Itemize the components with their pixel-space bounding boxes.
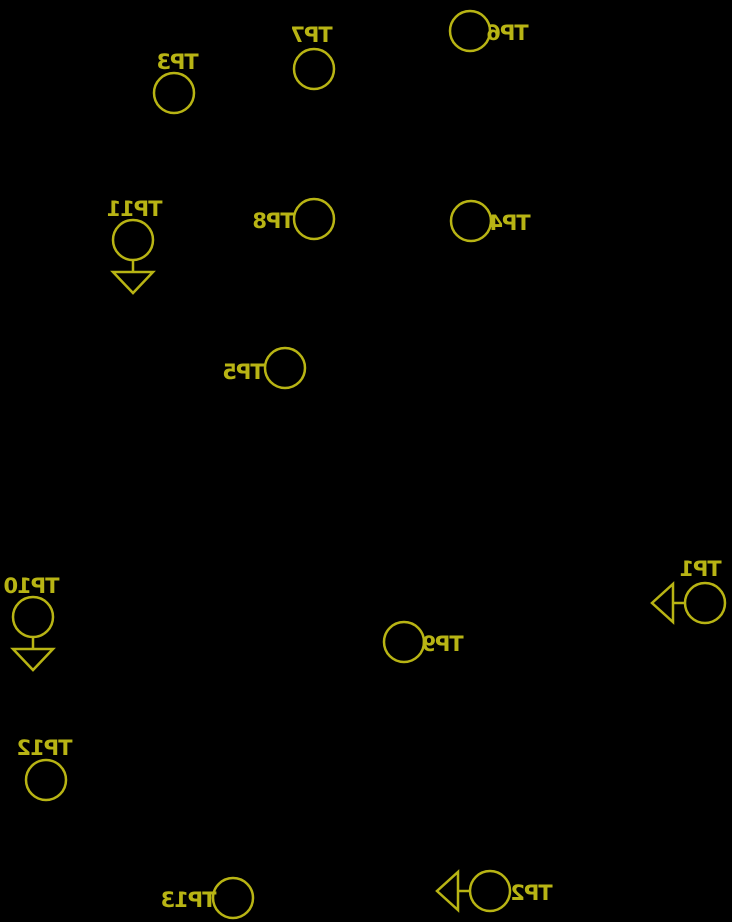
test-point-tp3: TP3 [152, 50, 199, 115]
test-point-tp12: TP12 [18, 736, 73, 802]
test-point-tp8: TP8 [253, 197, 336, 241]
test-point-label-tp3: TP3 [157, 50, 198, 74]
test-point-pad-tp6 [448, 9, 492, 53]
test-point-label-tp11: TP11 [107, 197, 162, 221]
test-point-pad-tp12 [24, 758, 68, 802]
test-point-label-tp2: TP2 [511, 881, 552, 905]
test-point-label-tp7: TP7 [291, 23, 332, 47]
test-point-tp2: TP2 [435, 869, 553, 913]
test-point-label-tp6: TP6 [487, 21, 529, 45]
test-point-pad-tp13 [211, 876, 255, 920]
test-point-label-tp5: TP5 [223, 360, 265, 384]
test-point-tp13: TP13 [162, 876, 255, 920]
test-point-label-tp1: TP1 [680, 557, 722, 581]
test-point-label-tp4: TP4 [489, 211, 531, 235]
test-point-pad-tp5 [263, 346, 307, 390]
test-point-label-tp9: TP9 [422, 632, 464, 656]
test-point-pad-tp4 [449, 199, 493, 243]
test-point-tp4: TP4 [449, 199, 531, 243]
test-point-pad-tp9 [382, 620, 426, 664]
test-point-tp5: TP5 [223, 346, 307, 390]
test-point-label-tp10: TP10 [4, 574, 59, 598]
test-point-label-tp8: TP8 [253, 209, 295, 233]
ground-symbol-icon-tp11 [110, 270, 156, 295]
test-point-label-tp13: TP13 [162, 888, 217, 912]
arrow-marker-icon-tp2 [435, 869, 460, 913]
test-point-pad-tp3 [152, 71, 196, 115]
ground-symbol-icon-tp10 [10, 647, 56, 672]
test-point-pad-tp7 [292, 47, 336, 91]
test-point-tp10: TP10 [4, 574, 59, 672]
test-point-tp7: TP7 [291, 23, 336, 91]
test-point-tp1: TP1 [650, 557, 727, 625]
test-point-tp9: TP9 [382, 620, 464, 664]
test-point-tp11: TP11 [107, 197, 162, 295]
arrow-marker-icon-tp1 [650, 581, 675, 625]
test-point-pad-tp8 [292, 197, 336, 241]
test-point-label-tp12: TP12 [18, 736, 73, 760]
test-point-tp6: TP6 [448, 9, 529, 53]
